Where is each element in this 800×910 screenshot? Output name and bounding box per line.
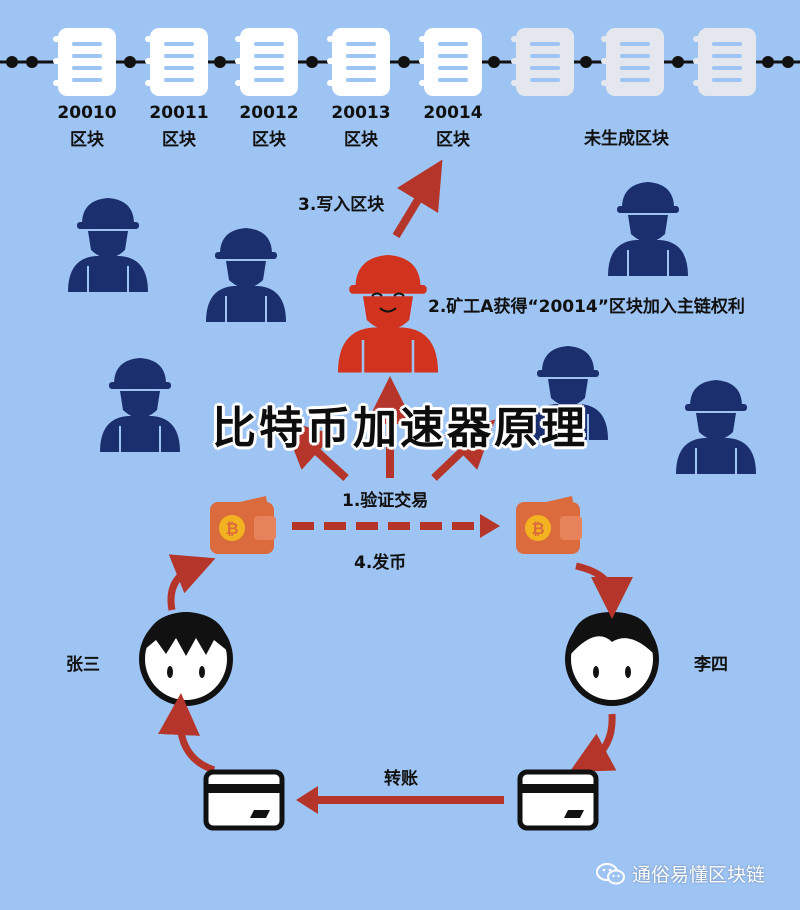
block-label: 20014 区块 <box>413 100 493 154</box>
block-label: 20011 区块 <box>139 100 219 154</box>
lisi-avatar <box>565 612 659 706</box>
write-block-arrow <box>392 159 443 239</box>
block-text: 区块 <box>70 130 104 150</box>
ungenerated-label: 未生成区块 <box>584 129 669 149</box>
ungenerated-block-icon <box>601 28 664 96</box>
miner-icon <box>607 181 689 277</box>
wechat-icon <box>596 862 625 884</box>
miner-icon <box>67 197 149 293</box>
block-icon-20010 <box>53 28 116 96</box>
block-text: 区块 <box>436 130 470 150</box>
step-1-label: 1.验证交易 <box>342 491 429 511</box>
verify-arrow <box>282 419 349 481</box>
block-number: 20012 <box>239 103 299 123</box>
block-label: 20010 区块 <box>47 100 127 154</box>
card-right-icon <box>520 772 596 828</box>
flow-arrow <box>575 562 633 619</box>
block-number: 20011 <box>149 103 209 123</box>
step-2-label: 2.矿工A获得“20014”区块加入主链权利 <box>428 297 745 317</box>
chain-dots <box>6 56 794 68</box>
block-icon-20012 <box>235 28 298 96</box>
step-4-label: 4.发币 <box>354 553 407 573</box>
block-text: 区块 <box>162 130 196 150</box>
page-title: 比特币加速器原理 <box>212 403 588 454</box>
block-label: 20013 区块 <box>321 100 401 154</box>
step-3-label: 3.写入区块 <box>298 195 385 215</box>
block-icon-20011 <box>145 28 208 96</box>
ungenerated-block-icon <box>511 28 574 96</box>
verify-arrow <box>431 419 496 481</box>
zhangsan-avatar <box>139 612 233 706</box>
flow-arrow <box>569 713 617 772</box>
person-right-name: 李四 <box>694 655 728 675</box>
block-icon-20013 <box>327 28 390 96</box>
wallet-left-icon <box>210 496 276 554</box>
transfer-label: 转账 <box>384 769 418 789</box>
miner-icon <box>205 227 287 323</box>
watermark: 通俗易懂区块链 <box>596 860 765 887</box>
flow-arrow <box>167 554 216 611</box>
block-number: 20014 <box>423 103 483 123</box>
block-icon-20014 <box>419 28 482 96</box>
block-text: 区块 <box>344 130 378 150</box>
block-number: 20010 <box>57 103 117 123</box>
watermark-text: 通俗易懂区块链 <box>632 864 766 886</box>
wallet-right-icon <box>516 496 582 554</box>
person-left-name: 张三 <box>66 655 100 675</box>
flow-arrow <box>158 693 216 774</box>
card-left-icon <box>206 772 282 828</box>
block-label: 20012 区块 <box>229 100 309 154</box>
block-text: 区块 <box>252 130 286 150</box>
ungenerated-block-icon <box>693 28 756 96</box>
miner-a-icon <box>336 253 440 374</box>
block-number: 20013 <box>331 103 391 123</box>
